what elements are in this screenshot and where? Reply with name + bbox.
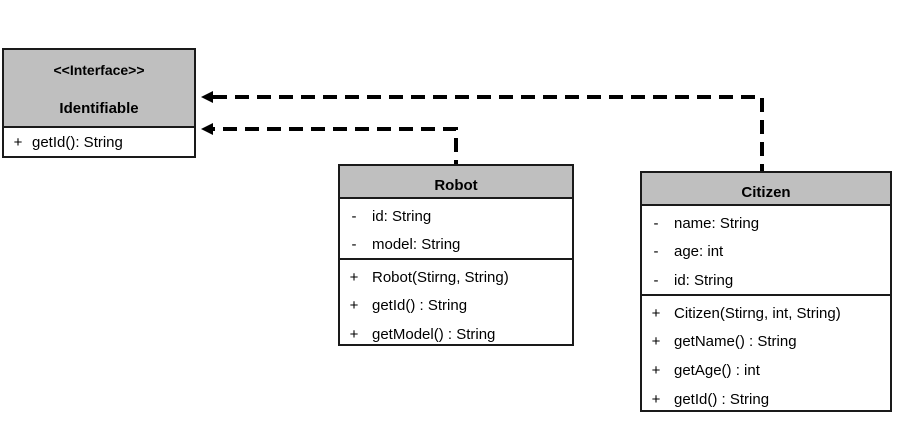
attribute-text: id: String	[674, 271, 734, 289]
method-signature: getModel() : String	[372, 325, 496, 343]
method-signature: getAge() : int	[674, 361, 760, 379]
citizen-attributes: - name: String - age: int - id: String	[642, 206, 890, 294]
identifiable-interface-box: <<Interface>> Identifiable + getId(): St…	[2, 48, 196, 158]
method-signature: Robot(Stirng, String)	[372, 268, 509, 286]
method-row: + getAge() : int	[646, 356, 890, 385]
identifiable-header: <<Interface>> Identifiable	[4, 50, 194, 128]
visibility-marker: -	[653, 214, 659, 232]
citizen-methods: + Citizen(Stirng, int, String) + getName…	[642, 294, 890, 413]
method-row: + getModel() : String	[344, 320, 572, 349]
visibility-marker: +	[651, 361, 661, 379]
robot-attributes: - id: String - model: String	[340, 199, 572, 258]
visibility-marker: +	[13, 133, 23, 151]
method-signature: getId() : String	[674, 390, 770, 408]
citizen-header: Citizen	[642, 173, 890, 206]
method-row: + getName() : String	[646, 328, 890, 357]
method-signature: Citizen(Stirng, int, String)	[674, 304, 841, 322]
identifiable-name: Identifiable	[59, 100, 139, 117]
method-signature: getId() : String	[372, 297, 468, 315]
visibility-marker: +	[349, 297, 359, 315]
identifiable-methods: + getId(): String	[4, 128, 194, 156]
visibility-marker: +	[349, 268, 359, 286]
visibility-marker: -	[351, 207, 357, 225]
attribute-row: - model: String	[344, 231, 572, 260]
attribute-text: id: String	[372, 207, 432, 225]
citizen-class-box: Citizen - name: String - age: int - id: …	[640, 171, 892, 412]
method-row: + Robot(Stirng, String)	[344, 263, 572, 292]
citizen-to-identifiable-arrow	[201, 91, 764, 178]
attribute-row: - name: String	[646, 209, 890, 238]
method-row: + Citizen(Stirng, int, String)	[646, 299, 890, 328]
attribute-text: age: int	[674, 243, 724, 261]
method-row: + getId() : String	[344, 292, 572, 321]
visibility-marker: +	[651, 390, 661, 408]
attribute-row: - id: String	[344, 202, 572, 231]
robot-methods: + Robot(Stirng, String) + getId() : Stri…	[340, 258, 572, 349]
attribute-row: - age: int	[646, 238, 890, 267]
method-row: + getId() : String	[646, 385, 890, 414]
visibility-marker: +	[651, 304, 661, 322]
method-signature: getName() : String	[674, 333, 797, 351]
attribute-text: model: String	[372, 236, 461, 254]
visibility-marker: -	[653, 243, 659, 261]
attribute-text: name: String	[674, 214, 760, 232]
attribute-row: - id: String	[646, 266, 890, 295]
robot-header: Robot	[340, 166, 572, 199]
visibility-marker: -	[653, 271, 659, 289]
robot-class-box: Robot - id: String - model: String + Rob…	[338, 164, 574, 346]
robot-to-identifiable-arrow	[201, 123, 458, 174]
interface-stereotype: <<Interface>>	[53, 62, 145, 78]
visibility-marker: -	[351, 236, 357, 254]
visibility-marker: +	[349, 325, 359, 343]
method-row: + getId(): String	[4, 128, 194, 156]
method-signature: getId(): String	[32, 133, 123, 151]
visibility-marker: +	[651, 333, 661, 351]
